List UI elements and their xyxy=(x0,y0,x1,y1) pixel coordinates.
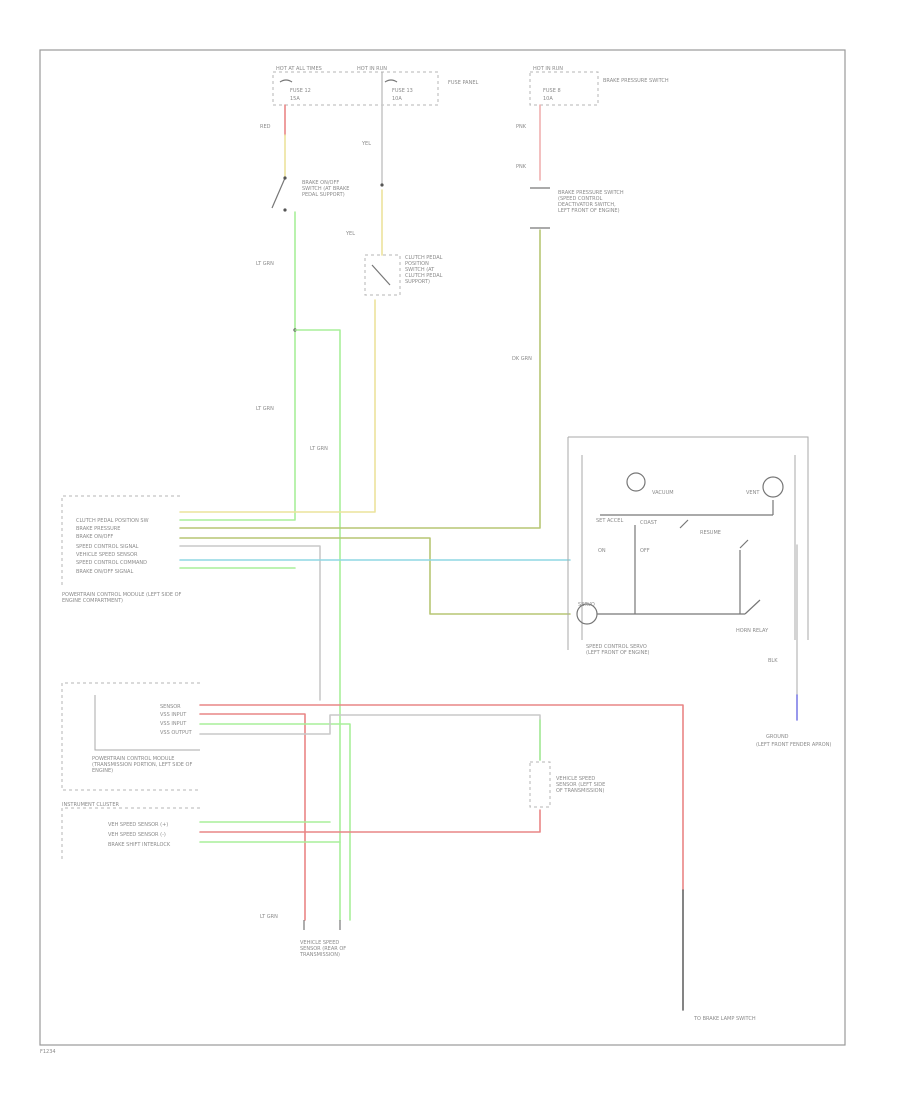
trans-item-3: VSS OUTPUT xyxy=(160,730,193,736)
trans-item-2: VSS INPUT xyxy=(160,721,187,727)
wire-label-9: DK GRN xyxy=(512,356,532,362)
fuse-a-label: FUSE 12 xyxy=(290,88,311,94)
switch-labels: BRAKE ON/OFF SWITCH (AT BRAKE PEDAL SUPP… xyxy=(302,180,624,285)
cluster-block: INSTRUMENT CLUSTER VEH SPEED SENSOR (+) … xyxy=(61,802,200,860)
to-brake-lamp-label: TO BRAKE LAMP SWITCH xyxy=(693,1016,756,1022)
fuse-panel: HOT AT ALL TIMES HOT IN RUN FUSE 12 15A … xyxy=(272,66,669,106)
vss-bottom-name: VEHICLE SPEED SENSOR (REAR OF TRANSMISSI… xyxy=(300,940,347,958)
wire-label-10: LT GRN xyxy=(260,914,278,920)
brake-switch-label: BRAKE ON/OFF SWITCH (AT BRAKE PEDAL SUPP… xyxy=(302,180,350,198)
fuse-b-amp: 10A xyxy=(392,96,402,102)
on-label: ON xyxy=(598,548,606,554)
set-accel-label: SET ACCEL xyxy=(596,518,623,524)
ground-location-label: (LEFT FRONT FENDER APRON) xyxy=(756,742,831,748)
ground-label: GROUND xyxy=(766,734,789,740)
wire-label-2: LT GRN xyxy=(256,261,274,267)
resume-label: RESUME xyxy=(700,530,721,536)
wire-label-1: RED xyxy=(260,124,271,130)
coast-label: COAST xyxy=(640,520,658,526)
fuse-c-amp: 10A xyxy=(543,96,553,102)
hot-in-run-label: HOT IN RUN xyxy=(357,66,387,72)
servo-label: SERVO xyxy=(578,602,595,608)
vent-label: VENT xyxy=(746,490,760,496)
cluster-item-0: VEH SPEED SENSOR (+) xyxy=(108,822,168,828)
transmission-block: SENSOR VSS INPUT VSS INPUT VSS OUTPUT PO… xyxy=(61,682,200,791)
cluster-title: INSTRUMENT CLUSTER xyxy=(62,802,120,808)
wire-label-5: YEL xyxy=(361,141,371,147)
wire-label-7: PNK xyxy=(516,124,527,130)
wires: RED LT GRN LT GRN LT GRN YEL YEL PNK PNK… xyxy=(179,104,798,921)
brake-pressure-switch-label: BRAKE PRESSURE SWITCH (SPEED CONTROL DEA… xyxy=(558,190,624,214)
wire-label-3: LT GRN xyxy=(256,406,274,412)
wire-label-6: YEL xyxy=(345,231,355,237)
pcm-pin-4: VEHICLE SPEED SENSOR xyxy=(76,552,138,558)
speed-control-block: VACUUM VENT SET ACCEL COAST RESUME ON OF… xyxy=(567,436,831,748)
cluster-item-1: VEH SPEED SENSOR (-) xyxy=(108,832,166,838)
pcm-pin-3: SPEED CONTROL SIGNAL xyxy=(76,544,139,550)
fuse-b-label: FUSE 13 xyxy=(392,88,413,94)
trans-item-1: VSS INPUT xyxy=(160,712,187,718)
diagram-frame xyxy=(39,49,846,1046)
pcm-pin-1: BRAKE PRESSURE xyxy=(76,526,120,532)
pcm-name: POWERTRAIN CONTROL MODULE (LEFT SIDE OF … xyxy=(62,592,182,604)
pcm-pin-5: SPEED CONTROL COMMAND xyxy=(76,560,147,566)
horn-relay-label: HORN RELAY xyxy=(736,628,769,634)
fuse-panel-right-label: BRAKE PRESSURE SWITCH xyxy=(603,78,669,84)
vss-block: VEHICLE SPEED SENSOR (LEFT SIDE OF TRANS… xyxy=(300,761,606,958)
bottom-right-connector: TO BRAKE LAMP SWITCH xyxy=(682,889,756,1022)
off-label: OFF xyxy=(640,548,650,554)
vss-name: VEHICLE SPEED SENSOR (LEFT SIDE OF TRANS… xyxy=(556,776,606,794)
hot-in-run-label-2: HOT IN RUN xyxy=(533,66,563,72)
wire-label-4: LT GRN xyxy=(310,446,328,452)
fuse-a-amp: 15A xyxy=(290,96,300,102)
transmission-name: POWERTRAIN CONTROL MODULE (TRANSMISSION … xyxy=(92,756,193,774)
pcm-pin-0: CLUTCH PEDAL POSITION SW xyxy=(76,518,149,524)
fuse-c-label: FUSE 8 xyxy=(543,88,561,94)
pcm-pin-6: BRAKE ON/OFF SIGNAL xyxy=(76,569,133,575)
hot-at-all-times-label: HOT AT ALL TIMES xyxy=(276,66,322,72)
wire-label-blk: BLK xyxy=(768,658,778,664)
trans-item-0: SENSOR xyxy=(160,704,181,710)
clutch-switch-label: CLUTCH PEDAL POSITION SWITCH (AT CLUTCH … xyxy=(405,255,443,285)
vacuum-label: VACUUM xyxy=(652,490,674,496)
cluster-item-2: BRAKE SHIFT INTERLOCK xyxy=(108,842,171,848)
speed-control-name: SPEED CONTROL SERVO (LEFT FRONT OF ENGIN… xyxy=(586,644,650,656)
wire-label-8: PNK xyxy=(516,164,527,170)
corner-label: F1234 xyxy=(40,1049,56,1055)
pcm-pin-2: BRAKE ON/OFF xyxy=(76,534,113,540)
fuse-panel-name: FUSE PANEL xyxy=(448,80,478,86)
pcm-block: CLUTCH PEDAL POSITION SW BRAKE PRESSURE … xyxy=(61,495,182,604)
